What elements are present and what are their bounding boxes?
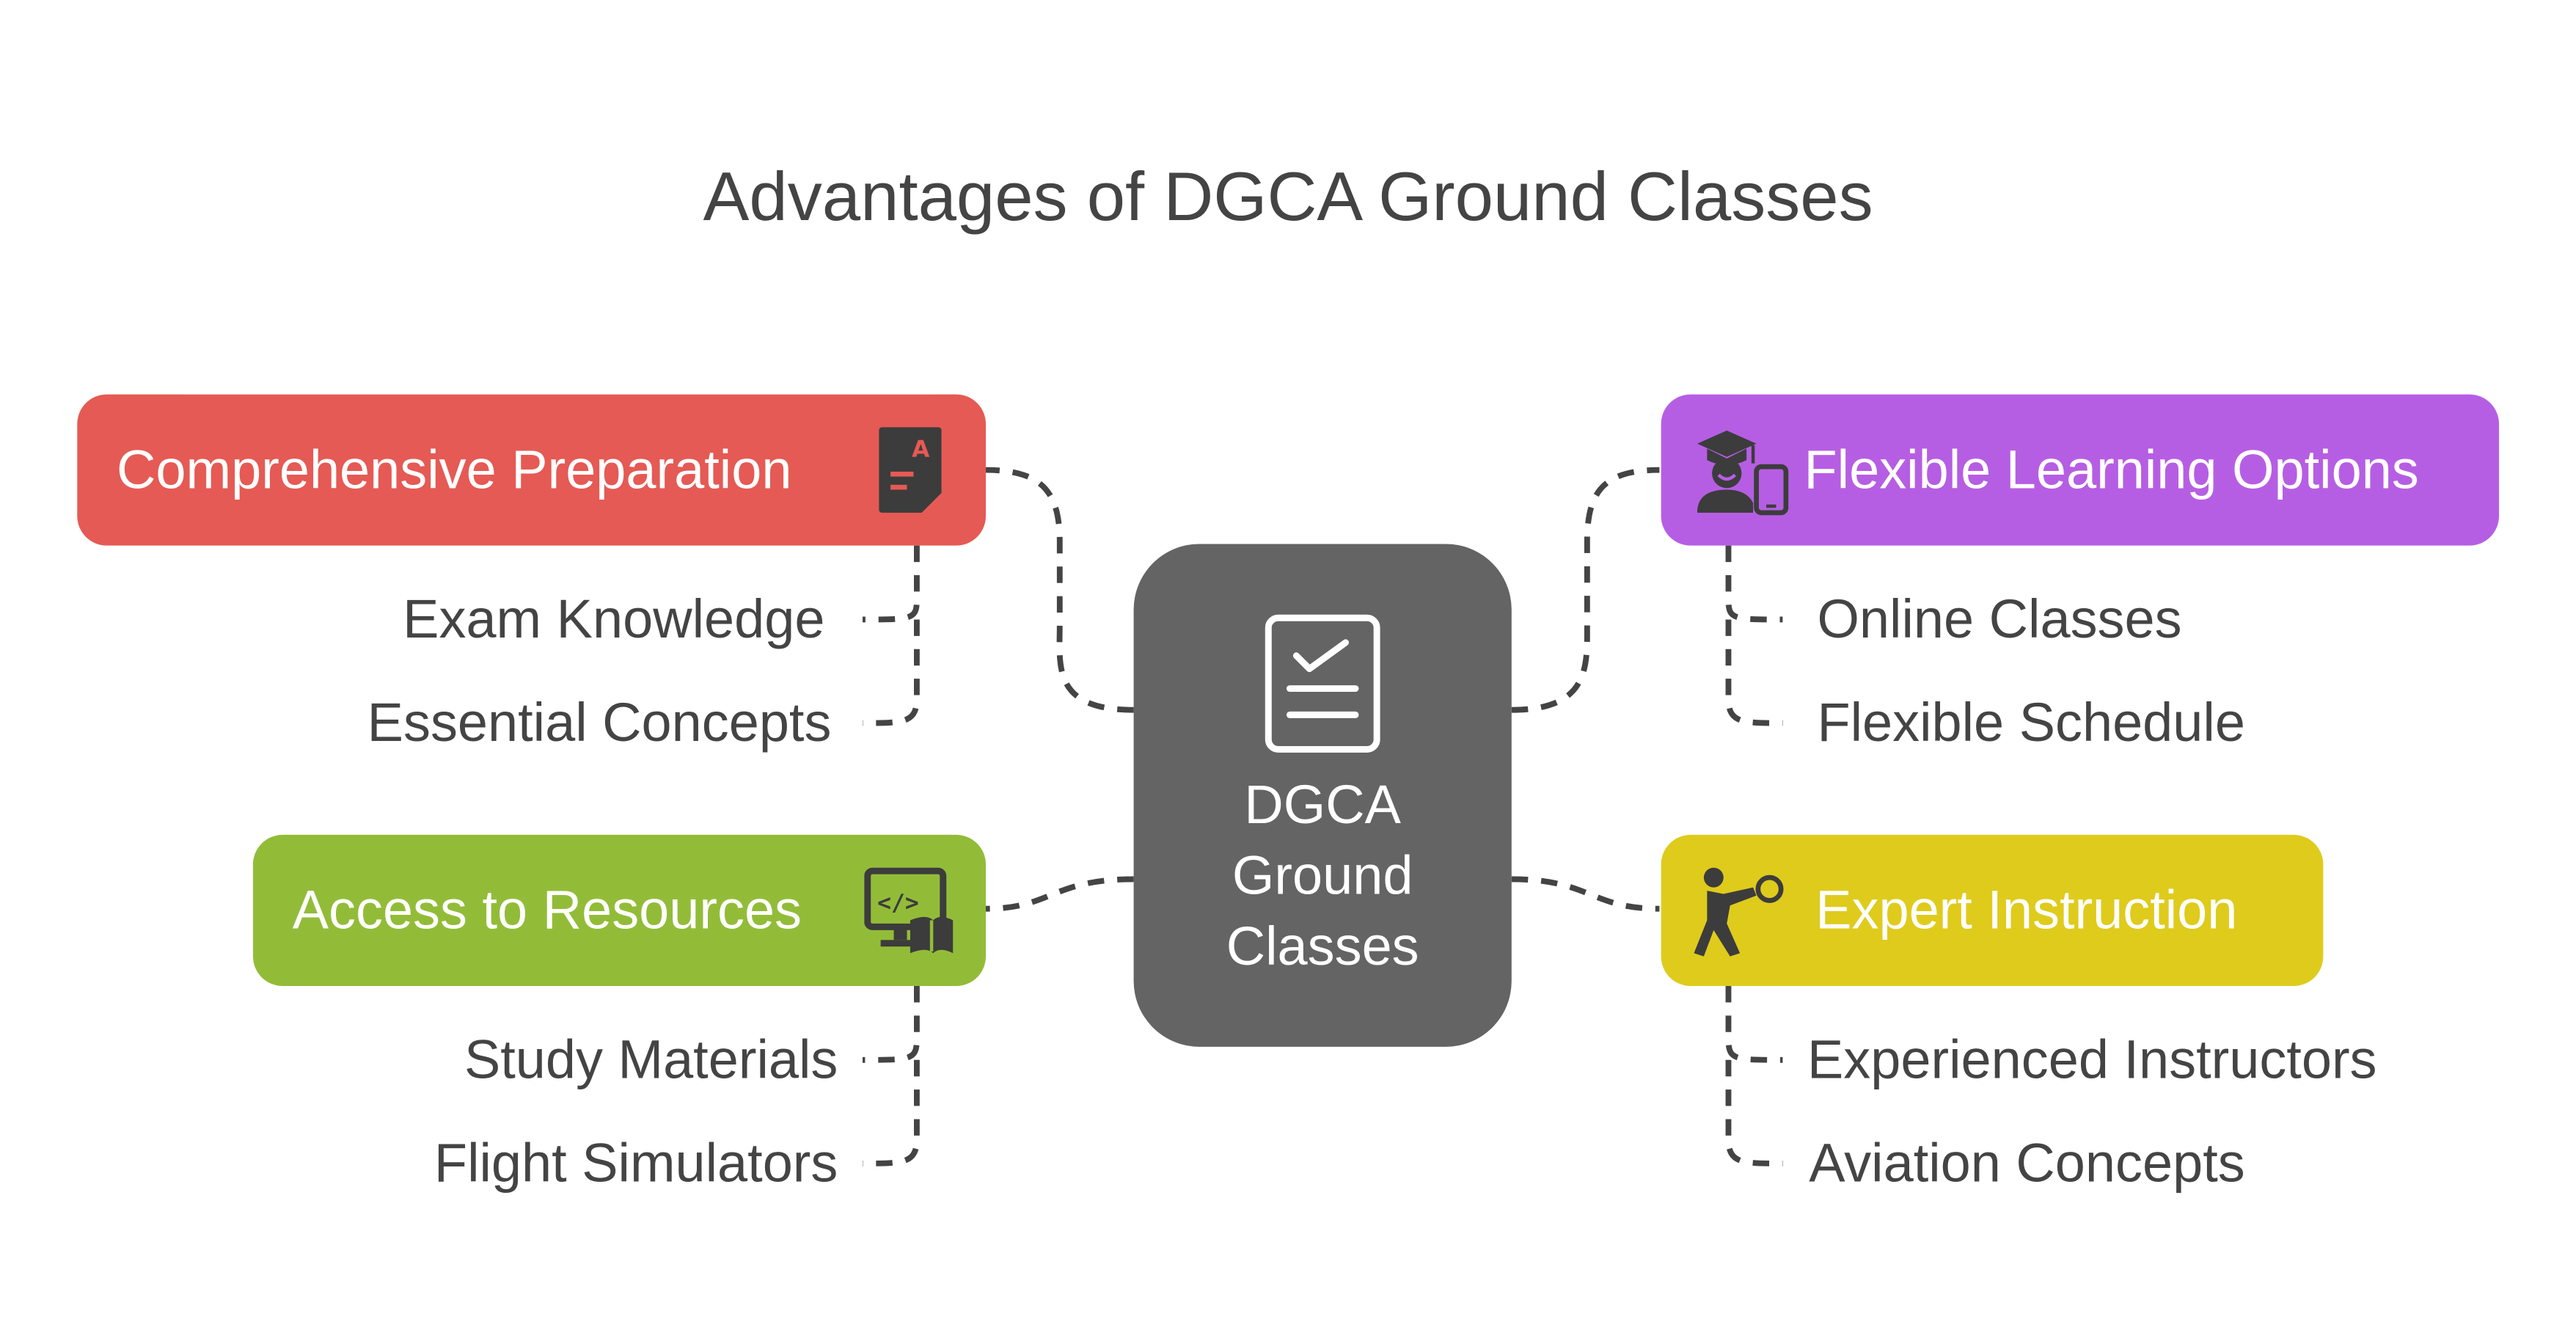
item-flexible-schedule: Flexible Schedule — [1817, 692, 2245, 753]
connector-center-expert — [1511, 876, 1660, 912]
connector-comprehensive-essential — [863, 619, 920, 726]
diagram-title: Advantages of DGCA Ground Classes — [703, 158, 1873, 235]
node-label: Comprehensive Preparation — [117, 439, 792, 500]
graduate-phone-icon — [1691, 424, 1789, 529]
connector-expert-experienced — [1725, 986, 1783, 1063]
connector-center-flexible — [1511, 467, 1660, 713]
connector-resources-flight — [863, 1059, 920, 1166]
connector-expert-aviation — [1725, 1059, 1783, 1166]
code-monitor-book-icon: </> — [864, 864, 956, 969]
item-aviation-concepts: Aviation Concepts — [1809, 1132, 2245, 1194]
instructor-pointing-icon — [1691, 864, 1789, 973]
connector-center-comprehensive — [985, 467, 1134, 713]
center-node-dgca-ground-classes[interactable]: DGCA Ground Classes — [1133, 544, 1512, 1047]
connector-flexible-schedule — [1725, 619, 1783, 726]
item-essential-concepts: Essential Concepts — [367, 692, 832, 753]
exam-paper-icon: A — [876, 424, 945, 529]
node-comprehensive-preparation[interactable]: Comprehensive Preparation A — [77, 394, 986, 546]
node-label: Access to Resources — [292, 879, 802, 941]
item-exam-knowledge: Exam Knowledge — [403, 588, 825, 649]
checklist-icon — [1264, 613, 1382, 763]
item-online-classes: Online Classes — [1817, 588, 2182, 649]
node-expert-instruction[interactable]: Expert Instruction — [1661, 834, 2324, 986]
center-node-label: DGCA Ground Classes — [1134, 769, 1512, 981]
node-label: Flexible Learning Options — [1804, 439, 2419, 500]
center-label-line-1: DGCA — [1244, 774, 1401, 835]
connector-comprehensive-exam — [863, 545, 920, 623]
node-access-to-resources[interactable]: Access to Resources </> — [252, 834, 987, 986]
item-study-materials: Study Materials — [464, 1029, 838, 1090]
svg-text:A: A — [912, 437, 930, 463]
connector-center-resources — [985, 876, 1134, 912]
node-label: Expert Instruction — [1815, 879, 2238, 941]
center-label-line-2: Ground — [1232, 844, 1413, 906]
item-experienced-instructors: Experienced Instructors — [1807, 1029, 2377, 1090]
node-flexible-learning-options[interactable]: Flexible Learning Options — [1661, 394, 2500, 546]
connector-flexible-online — [1725, 545, 1783, 623]
item-flight-simulators: Flight Simulators — [433, 1132, 838, 1194]
connector-resources-study — [863, 986, 920, 1063]
center-label-line-3: Classes — [1226, 915, 1419, 976]
svg-text:</>: </> — [877, 890, 919, 916]
